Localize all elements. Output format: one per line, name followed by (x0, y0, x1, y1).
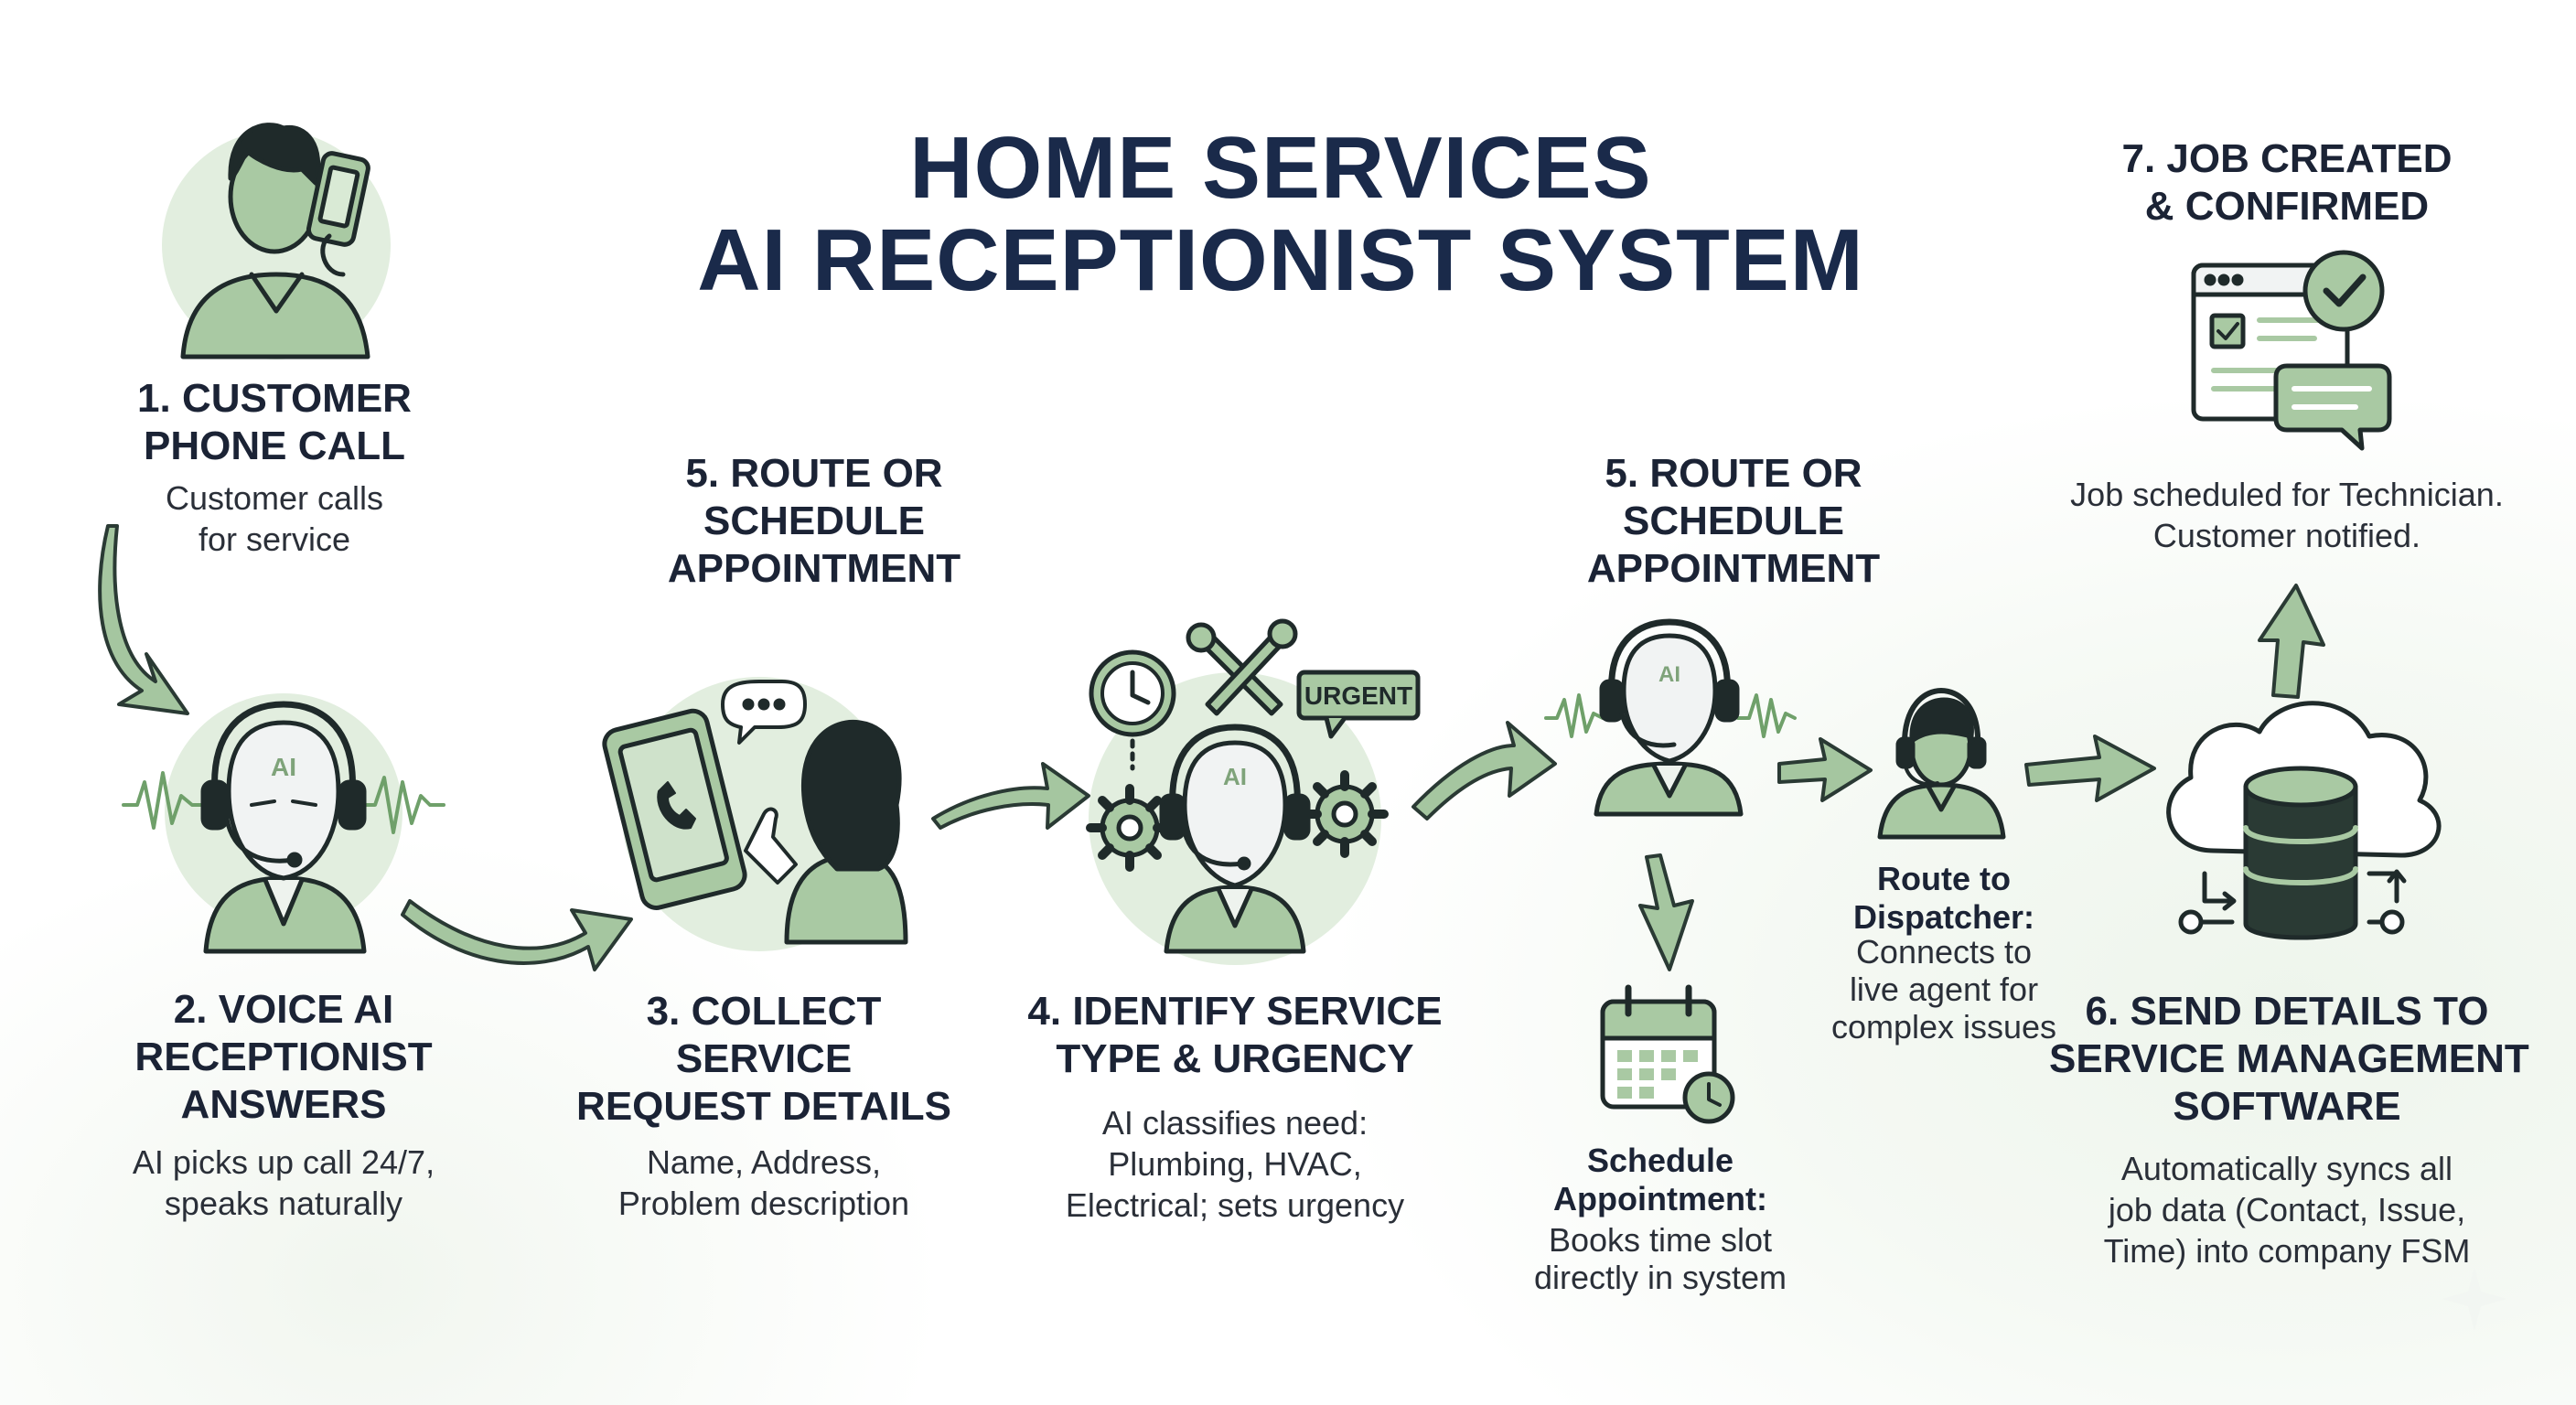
person-phone-icon (162, 123, 391, 359)
chat-bubble-icon (2273, 363, 2392, 451)
cloud-database-icon (2166, 701, 2442, 940)
urgent-label: URGENT (1304, 681, 1412, 710)
ai-robot-headset-icon: AI (1544, 618, 1797, 817)
flow-arrow-icon (98, 524, 2325, 971)
sparkle-icon (2442, 1267, 2506, 1331)
page-title-line2: AI RECEPTIONIST SYSTEM (697, 211, 1864, 309)
step7-heading: 7. JOB CREATED& CONFIRMED (2121, 136, 2453, 229)
check-badge-icon (2302, 250, 2385, 332)
step3-description: Name, Address,Problem description (617, 1143, 910, 1222)
gear-icon (1086, 770, 1389, 872)
collect-details-illustration (602, 677, 908, 951)
wrench-screwdriver-icon (1186, 618, 1298, 716)
identify-service-illustration: URGENT AI (1086, 618, 1421, 965)
step2-description: AI picks up call 24/7,speaks naturally (132, 1143, 435, 1222)
urgent-tag-icon: URGENT (1296, 670, 1421, 739)
dispatcher-agent-icon (1877, 688, 2006, 840)
calendar-icon (1600, 984, 1735, 1124)
step7-description: Job scheduled for Technician.Customer no… (2070, 476, 2504, 554)
woman-icon (744, 719, 908, 945)
step4-description: AI classifies need:Plumbing, HVAC,Electr… (1065, 1104, 1405, 1224)
clock-icon (1089, 649, 1176, 737)
smartphone-call-icon (602, 708, 747, 910)
page-title-line1: HOME SERVICES (909, 119, 1652, 217)
ai-robot-headset-icon: AI (1159, 724, 1311, 954)
svg-text:AI: AI (271, 753, 296, 781)
svg-text:AI: AI (1658, 662, 1680, 687)
svg-text:AI: AI (1223, 763, 1247, 790)
ai-robot-headset-icon: AI (122, 693, 445, 954)
